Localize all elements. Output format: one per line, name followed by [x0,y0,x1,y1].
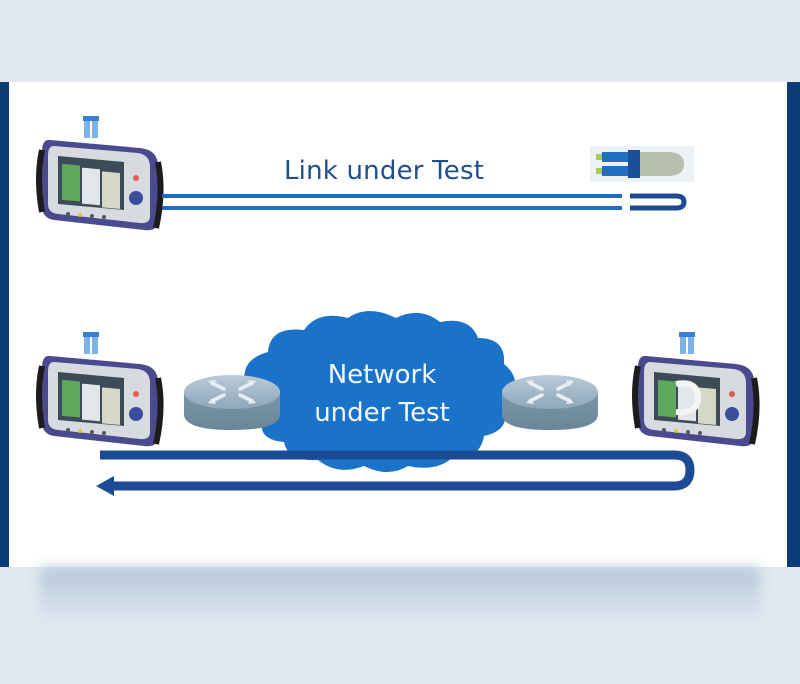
fiber-link-lines [162,194,622,210]
fiber-loopback-plug-icon [590,146,694,182]
network-label-line2: under Test [314,398,450,428]
fiber-loopback-u-icon [630,193,687,211]
tester-device-right-loopback [635,332,757,446]
network-label-line1: Network [327,360,437,390]
tester-device-left [39,332,161,446]
frame-bar-left [0,82,9,567]
router-right-icon [500,373,600,432]
frame-bar-right [787,82,800,567]
network-under-test-label: Network under Test [292,356,472,432]
tester-device-top [39,116,161,230]
network-cloud-icon [244,311,515,472]
panel-shadow [40,567,760,627]
link-under-test-label: Link under Test [284,156,485,186]
loop-signal-path [96,450,695,496]
router-left-icon [182,373,282,432]
